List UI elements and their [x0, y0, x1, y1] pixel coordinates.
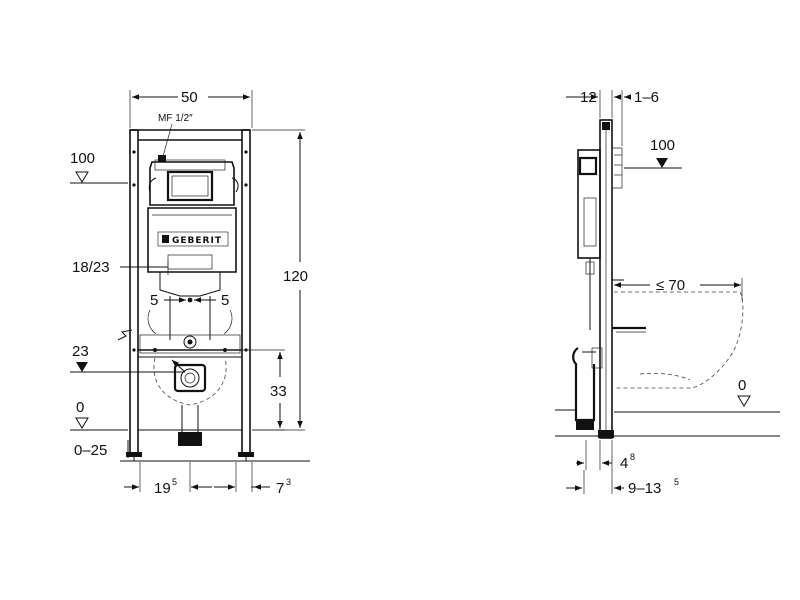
- level-triangle-icon: [75, 171, 89, 183]
- level-0-side: 0: [737, 377, 751, 407]
- drain-height-label: 33: [270, 383, 287, 400]
- foot-sup: 8: [630, 452, 635, 462]
- brand-plate: [157, 231, 229, 247]
- dim-depth: 12 1–6: [566, 89, 659, 146]
- level-triangle-side-icon: [656, 158, 668, 168]
- width-label: 50: [181, 89, 198, 106]
- fix-right-label: 5: [221, 292, 229, 309]
- toilet-bowl: [612, 279, 744, 389]
- frame-outline: [126, 129, 254, 461]
- offset-sup: 3: [286, 477, 291, 487]
- floor-triangle-side-icon: [737, 395, 751, 407]
- floor-level-side-label: 0: [738, 377, 746, 394]
- dim-height: 120: [252, 129, 308, 431]
- level-100-side-label: 100: [650, 137, 675, 154]
- connection-callout: MF 1/2″: [158, 113, 193, 161]
- drain-assembly: [117, 329, 241, 446]
- cistern: GEBERIT: [147, 155, 239, 340]
- flush-plate-label: 18/23: [72, 259, 110, 276]
- wall-range-label: 1–6: [634, 89, 659, 106]
- level-100-side: 100: [624, 137, 682, 169]
- brand-logo: GEBERIT: [172, 236, 222, 246]
- dim-bowl-depth: ≤ 70: [614, 277, 743, 300]
- level-100-label: 100: [70, 150, 95, 167]
- range-label: 9–13: [628, 480, 661, 497]
- floor-range: 0–25: [74, 440, 129, 459]
- spacing-label: 19: [154, 480, 171, 497]
- brand-mark-icon: [162, 235, 169, 243]
- dim-width: 50: [129, 89, 253, 128]
- dim-drain-height: 33: [205, 349, 287, 431]
- drain-bend: [178, 432, 202, 446]
- level-100-front: 100: [70, 150, 128, 184]
- depth-label: 12: [580, 89, 597, 106]
- level-0-front: 0: [70, 399, 128, 431]
- dim-range: 9–13 5: [566, 440, 679, 497]
- floor-level-label: 0: [76, 399, 84, 416]
- level-23-front: 23: [70, 343, 186, 373]
- dim-foot: 4 8: [576, 440, 635, 472]
- fix-left-label: 5: [150, 292, 158, 309]
- floor-range-label: 0–25: [74, 442, 107, 459]
- connection-label: MF 1/2″: [158, 113, 193, 124]
- level-23-label: 23: [72, 343, 89, 360]
- front-view: GEBERIT: [70, 89, 310, 497]
- floor-triangle-icon: [75, 417, 89, 429]
- height-label: 120: [283, 268, 308, 285]
- side-view: 12 1–6 100 ≤ 70 0 4: [555, 89, 780, 497]
- offset-label: 7: [276, 480, 284, 497]
- fixing-dims: 5 5: [150, 292, 229, 309]
- drain-pipe: [173, 363, 207, 393]
- flush-plate-dim: 18/23: [72, 259, 169, 276]
- foot-label: 4: [620, 455, 628, 472]
- spacing-sup: 5: [172, 477, 177, 487]
- bowl-depth-label: ≤ 70: [656, 277, 685, 294]
- dim-spacing: 19 5 7 3: [124, 462, 291, 497]
- side-frame: [572, 119, 646, 439]
- level-triangle-filled-icon: [76, 362, 88, 372]
- range-sup: 5: [674, 477, 679, 487]
